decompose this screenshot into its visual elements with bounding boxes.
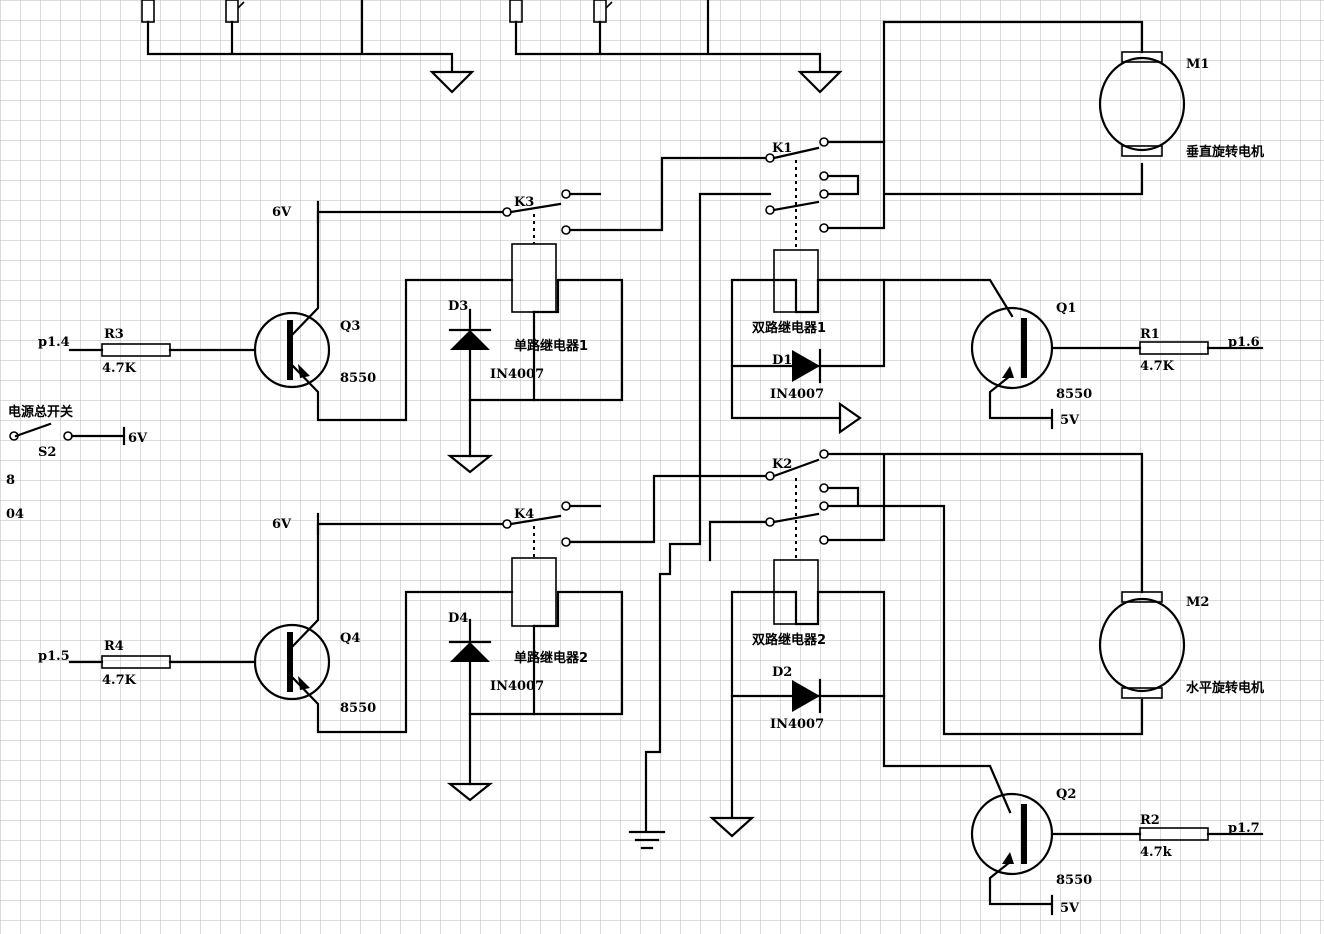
power-switch-s2[interactable]: 电源总开关 6V S2 8 04 [6,404,148,522]
resistor-r1-value: 4.7K [1140,359,1175,374]
diode-d2-model: IN4007 [770,717,824,732]
transistor-q4 [253,623,331,701]
transistor-q1-name: Q1 [1056,301,1076,316]
edge-label: 04 [6,507,24,522]
resistor-r3 [101,343,171,357]
diode-d3-model: IN4007 [490,367,544,382]
transistor-q2-name: Q2 [1056,787,1076,802]
top-partial-circuit [141,0,843,94]
single-relay-1: K3 单路继电器1 D3 IN4007 [446,156,772,474]
resistor-r2 [1139,827,1209,841]
relay-dual-1-label: 双路继电器1 [752,320,826,336]
edge-label: 8 [6,473,15,488]
common-ground [628,192,772,850]
diode-d4 [450,642,490,662]
diode-d1-model: IN4007 [770,387,824,402]
diode-d4-model: IN4007 [490,679,544,694]
relay-single-1-label: 单路继电器1 [514,338,588,354]
resistor-r1-name: R1 [1140,327,1160,342]
supply-6v-label: 6V [272,517,292,532]
resistor-r4-name: R4 [104,639,124,654]
motor-m2 [1098,597,1186,693]
relay-single-2-label: 单路继电器2 [514,650,588,666]
q4-driver-circuit: p1.5 R4 4.7K Q4 8550 6V [38,512,514,734]
ground-symbol [446,782,494,802]
q3-driver-circuit: p1.4 R3 4.7K Q3 8550 6V [38,200,514,422]
dual-relay-1: K1 M1 垂直旋转电机 双路继电器1 D1 IN4007 Q1 8550 5V… [730,20,1264,435]
input-label-p16: p1.6 [1228,335,1260,350]
resistor-r2-name: R2 [1140,813,1160,828]
input-label-p14: p1.4 [38,335,70,350]
switch-s2-name: S2 [38,445,56,460]
switch-6v-label: 6V [128,431,148,446]
supply-5v-label: 5V [1060,413,1080,428]
transistor-q4-model: 8550 [340,701,376,716]
input-label-p17: p1.7 [1228,821,1260,836]
motor-m1-name: M1 [1186,57,1209,72]
diode-d4-name: D4 [448,611,468,626]
resistor-r4 [101,655,171,669]
ground-symbol [709,816,755,838]
transistor-q3 [253,311,331,389]
transistor-q2-model: 8550 [1056,873,1092,888]
motor-m1-label: 垂直旋转电机 [1186,144,1264,160]
earth-ground-icon [628,830,666,850]
contact-k4-label: K4 [514,507,534,522]
supply-6v-label: 6V [272,205,292,220]
transistor-q4-name: Q4 [340,631,360,646]
transistor-q1-model: 8550 [1056,387,1092,402]
transistor-q3-name: Q3 [340,319,360,334]
ground-symbol [797,70,843,94]
dual-relay-2: K2 M2 水平旋转电机 双路继电器2 D2 IN4007 Q2 8550 5V… [709,449,1264,916]
diode-d3 [450,330,490,350]
resistor-r1 [1139,341,1209,355]
supply-5v-label: 5V [1060,901,1080,916]
ground-symbol [446,454,494,474]
ground-symbol [429,70,475,94]
resistor-r2-value: 4.7k [1140,845,1173,860]
contact-k3-label: K3 [514,195,534,210]
diode-d1 [792,350,820,382]
power-switch-label: 电源总开关 [8,404,73,420]
contact-k1-label: K1 [772,141,792,156]
contact-k2-label: K2 [772,457,792,472]
relay-dual-2-label: 双路继电器2 [752,632,826,648]
diode-d3-name: D3 [448,299,468,314]
motor-m2-name: M2 [1186,595,1209,610]
diode-d1-name: D1 [772,353,792,368]
diode-d2 [792,680,820,712]
ground-symbol [838,401,862,435]
single-relay-2: K4 单路继电器2 D4 IN4007 [446,474,772,802]
transistor-q3-model: 8550 [340,371,376,386]
motor-m1 [1098,56,1186,152]
diode-d2-name: D2 [772,665,792,680]
resistor-r4-value: 4.7K [102,673,137,688]
resistor-r3-name: R3 [104,327,124,342]
resistor-r3-value: 4.7K [102,361,137,376]
input-label-p15: p1.5 [38,649,70,664]
motor-m2-label: 水平旋转电机 [1186,680,1264,696]
